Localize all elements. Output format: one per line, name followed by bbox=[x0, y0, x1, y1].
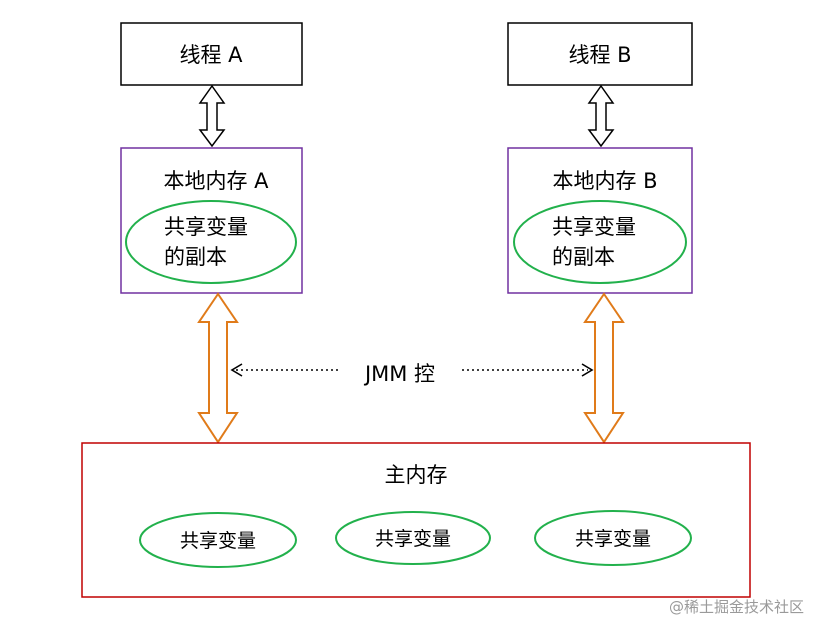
local-main-arrow-b bbox=[583, 292, 625, 444]
thread-a-label: 线程 A bbox=[179, 43, 243, 67]
watermark: @稀土掘金技术社区 bbox=[669, 598, 804, 616]
local-memory-b-border bbox=[507, 147, 693, 294]
thread-b-local-arrow bbox=[587, 84, 615, 148]
local-memory-a-title: 本地内存 A bbox=[163, 169, 269, 193]
local-memory-b-copy-ellipse bbox=[513, 200, 687, 284]
main-memory-title: 主内存 bbox=[385, 463, 448, 487]
main-memory-variable-1: 共享变量 bbox=[180, 530, 256, 552]
local-memory-a-copy-line2: 的副本 bbox=[164, 245, 227, 269]
main-memory-variable-ellipse-3 bbox=[534, 510, 692, 566]
thread-b-box: 线程 B bbox=[507, 22, 693, 86]
main-memory-variable-ellipse-1 bbox=[139, 512, 297, 568]
thread-b-label: 线程 B bbox=[568, 43, 631, 67]
local-memory-a-copy-ellipse bbox=[125, 200, 297, 284]
main-memory-variable-2: 共享变量 bbox=[375, 528, 451, 550]
local-memory-b-copy-line2: 的副本 bbox=[552, 245, 615, 269]
local-memory-a-copy-line1: 共享变量 bbox=[164, 215, 248, 239]
main-memory-box: 主内存 共享变量 共享变量 共享变量 bbox=[81, 442, 751, 598]
local-memory-b-box: 本地内存 B 共享变量 的副本 bbox=[507, 147, 693, 294]
main-memory-variable-ellipse-2 bbox=[335, 511, 491, 565]
jmm-control-connector: JMM 控 bbox=[230, 362, 594, 386]
thread-a-border bbox=[120, 22, 303, 86]
local-memory-b-copy-line1: 共享变量 bbox=[552, 215, 636, 239]
local-memory-a-border bbox=[120, 147, 303, 294]
local-main-arrow-a bbox=[197, 292, 239, 444]
main-memory-variable-3: 共享变量 bbox=[575, 528, 651, 550]
jmm-arrowhead-right bbox=[581, 363, 594, 377]
thread-a-box: 线程 A bbox=[120, 22, 303, 86]
jmm-arrowhead-left bbox=[230, 363, 243, 377]
thread-b-border bbox=[507, 22, 693, 86]
jmm-control-label: JMM 控 bbox=[363, 362, 435, 386]
thread-a-local-arrow bbox=[198, 84, 226, 148]
local-memory-b-title: 本地内存 B bbox=[552, 169, 657, 193]
main-memory-border bbox=[81, 442, 751, 598]
local-memory-a-box: 本地内存 A 共享变量 的副本 bbox=[120, 147, 303, 294]
